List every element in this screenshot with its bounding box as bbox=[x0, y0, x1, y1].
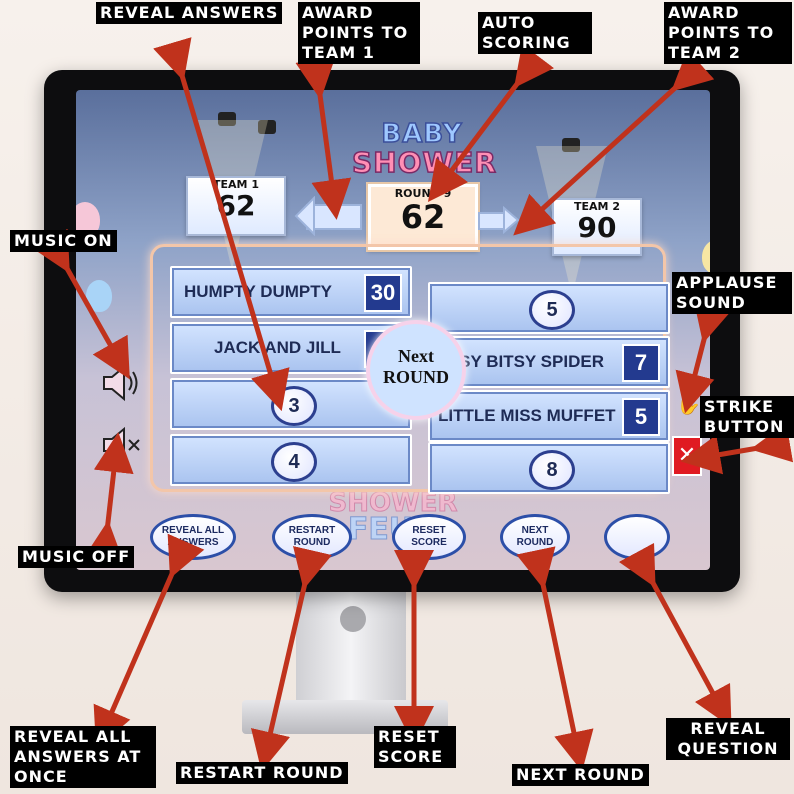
callout-auto-scoring: AUTO SCORING bbox=[478, 12, 592, 54]
callout-next-round: NEXT ROUND bbox=[512, 764, 649, 786]
answer-text: LITTLE MISS MUFFET bbox=[438, 406, 616, 425]
round-score: 62 bbox=[400, 198, 446, 236]
callout-reveal-question: REVEAL QUESTION bbox=[666, 718, 790, 760]
callout-music-off: MUSIC OFF bbox=[18, 546, 135, 568]
callout-award-team1: AWARD POINTS TO TEAM 1 bbox=[298, 2, 420, 64]
answer-tile-6[interactable]: ITSY BITSY SPIDER 7 bbox=[428, 336, 670, 388]
callout-award-team2: AWARD POINTS TO TEAM 2 bbox=[664, 2, 792, 64]
callout-restart-round: RESTART ROUND bbox=[176, 762, 348, 784]
answer-tile-4[interactable]: 4 bbox=[170, 434, 412, 486]
next-round-line2: ROUND bbox=[383, 367, 449, 387]
answer-number: 8 bbox=[529, 450, 575, 490]
answer-number: 4 bbox=[271, 442, 317, 482]
next-round-line1: Next bbox=[398, 346, 434, 366]
answer-number: 5 bbox=[529, 290, 575, 330]
balloon bbox=[702, 240, 710, 274]
callout-reveal-answers: REVEAL ANSWERS bbox=[96, 2, 283, 24]
answer-tile-8[interactable]: 8 bbox=[428, 442, 670, 494]
callout-reveal-all: REVEAL ALL ANSWERS AT ONCE bbox=[10, 726, 156, 788]
stand-cable-hole bbox=[340, 606, 366, 632]
next-round-center-button[interactable]: Next ROUND bbox=[366, 320, 466, 420]
callout-applause-sound: APPLAUSE SOUND bbox=[672, 272, 792, 314]
answer-points: 5 bbox=[622, 398, 660, 436]
callout-music-on: MUSIC ON bbox=[10, 230, 117, 252]
answer-tile-7[interactable]: LITTLE MISS MUFFET 5 bbox=[428, 390, 670, 442]
callout-strike-button: STRIKE BUTTON bbox=[700, 396, 794, 438]
callout-reset-score: RESET SCORE bbox=[374, 726, 456, 768]
answer-tile-5[interactable]: 5 bbox=[428, 282, 670, 334]
answer-text: ITSY BITSY SPIDER bbox=[444, 352, 604, 371]
answer-points: 7 bbox=[622, 344, 660, 382]
answer-points: 30 bbox=[364, 274, 402, 312]
award-team2-arrowhead[interactable] bbox=[502, 206, 520, 234]
